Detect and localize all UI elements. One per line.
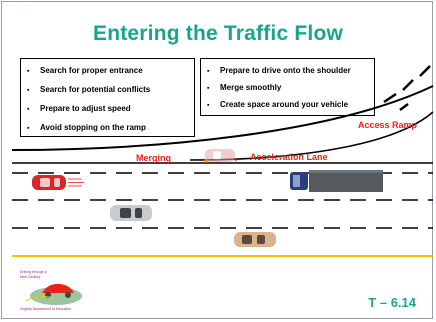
bullet-item: Prepare to drive onto the shoulder bbox=[207, 66, 351, 75]
ramp-dash bbox=[399, 103, 409, 111]
left-bullet-box: Search for proper entrance Search for po… bbox=[20, 58, 195, 137]
silver-car bbox=[110, 205, 152, 221]
faded-ramp-car bbox=[203, 149, 238, 162]
right-bullet-box: Prepare to drive onto the shoulder Merge… bbox=[200, 58, 375, 116]
logo-car-graphic bbox=[25, 283, 82, 305]
access-ramp-label: Access Ramp bbox=[358, 120, 418, 130]
slide-border bbox=[1, 1, 433, 319]
bullet-item: Avoid stopping on the ramp bbox=[27, 123, 146, 132]
ramp-curve-outer bbox=[11, 85, 434, 151]
orange-marker bbox=[204, 159, 208, 163]
tan-car bbox=[234, 232, 276, 247]
merging-red-car bbox=[32, 175, 84, 190]
bullet-item: Prepare to adjust speed bbox=[27, 104, 131, 113]
merging-label: Merging bbox=[136, 153, 171, 163]
ramp-dash bbox=[419, 65, 431, 77]
bullet-item: Merge smoothly bbox=[207, 83, 281, 92]
bullet-item: Search for proper entrance bbox=[27, 66, 143, 75]
dtnc-logo: Driving through a New Century Virginia D… bbox=[18, 268, 90, 314]
ramp-dash bbox=[383, 92, 397, 104]
slide-title: Entering the Traffic Flow bbox=[92, 22, 344, 45]
acceleration-lane-label: Acceleration Lane bbox=[250, 152, 328, 162]
bullet-item: Create space around your vehicle bbox=[207, 100, 348, 109]
semi-truck bbox=[290, 170, 383, 192]
ramp-dash bbox=[402, 79, 414, 91]
slide-number: T – 6.14 bbox=[368, 295, 416, 310]
bullet-item: Search for potential conflicts bbox=[27, 85, 150, 94]
